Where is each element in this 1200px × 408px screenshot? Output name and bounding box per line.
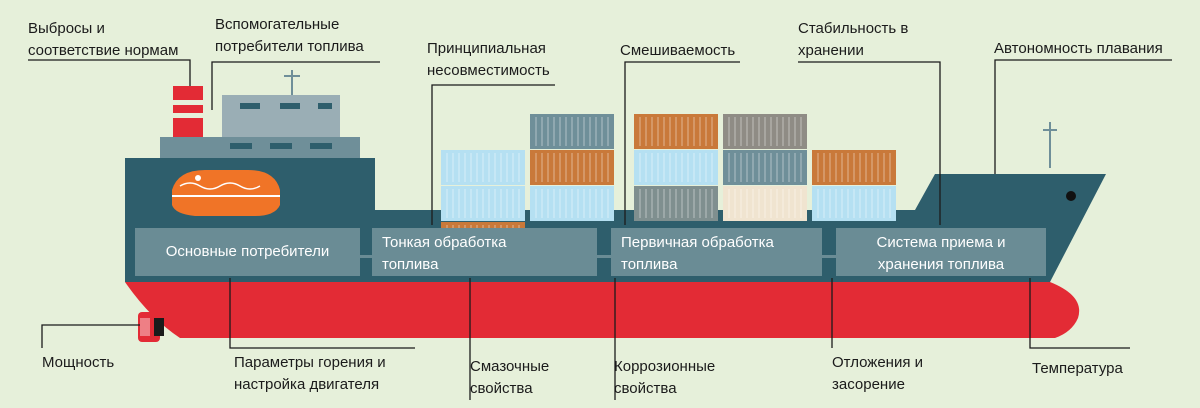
system-primary-treatment: Первичная обработка топлива bbox=[611, 228, 822, 276]
label-corrosion: Коррозионные свойства bbox=[614, 358, 716, 397]
label-aux-consumers: Вспомогательные потребители топлива bbox=[215, 16, 364, 55]
hull-lower bbox=[125, 282, 1080, 338]
superstructure bbox=[160, 70, 1057, 168]
label-storage-stability: Стабильность в хранении bbox=[798, 20, 909, 59]
label-temperature: Температура bbox=[1032, 360, 1123, 377]
porthole-icon bbox=[1066, 191, 1076, 201]
cargo-container bbox=[634, 186, 718, 221]
system-storage: Система приема и хранения топлива bbox=[836, 228, 1046, 276]
label-emissions: Выбросы и соответствие нормам bbox=[28, 20, 179, 59]
cargo-container bbox=[441, 150, 525, 185]
cargo-container bbox=[723, 114, 807, 149]
cargo-container bbox=[812, 186, 896, 221]
cargo-container bbox=[530, 186, 614, 221]
label-incompatibility: Принципиальная несовместимость bbox=[427, 40, 550, 79]
system-fine-treatment: Тонкая обработка топлива bbox=[372, 228, 597, 276]
cargo-container bbox=[723, 150, 807, 185]
leader-lines bbox=[28, 59, 1172, 400]
label-autonomy: Автономность плавания bbox=[994, 40, 1163, 57]
cargo-container bbox=[723, 186, 807, 221]
label-combustion: Параметры горения и настройка двигателя bbox=[234, 354, 386, 393]
cargo-container bbox=[530, 114, 614, 149]
cargo-container bbox=[634, 114, 718, 149]
label-power: Мощность bbox=[42, 354, 115, 371]
funnel bbox=[173, 86, 203, 138]
cargo-container bbox=[530, 150, 614, 185]
propeller-icon bbox=[138, 312, 164, 342]
container-stack bbox=[441, 114, 896, 257]
label-lubricity: Смазочные свойства bbox=[470, 358, 550, 397]
cargo-container bbox=[812, 150, 896, 185]
cargo-container bbox=[441, 186, 525, 221]
lifeboat-icon bbox=[172, 170, 280, 216]
system-main-consumers: Основные потребители bbox=[135, 228, 360, 276]
label-deposits: Отложения и засорение bbox=[832, 354, 924, 393]
cargo-container bbox=[634, 150, 718, 185]
label-miscibility: Смешиваемость bbox=[620, 42, 736, 59]
